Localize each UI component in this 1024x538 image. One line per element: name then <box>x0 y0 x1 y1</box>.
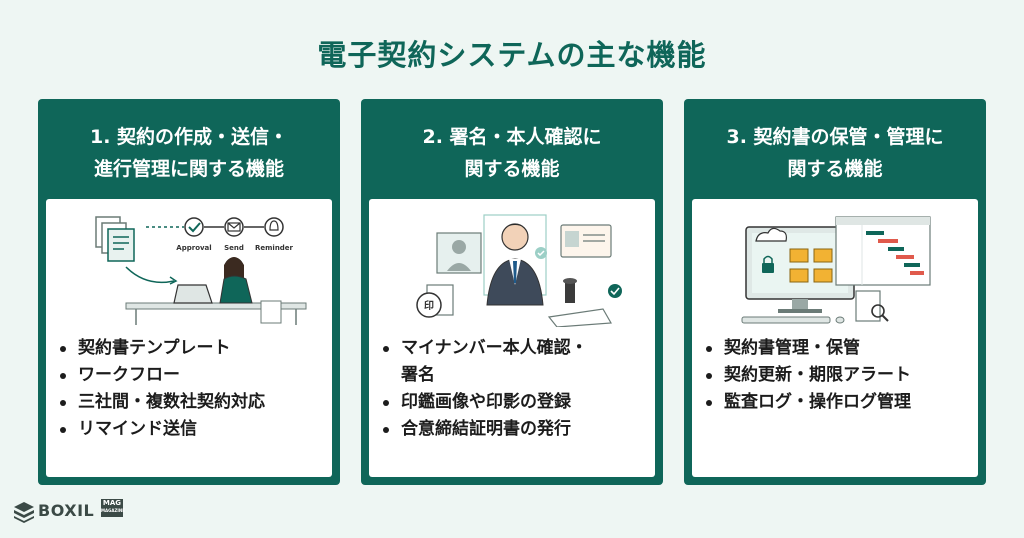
feature-item: マイナンバー本人確認・ 署名 <box>383 335 655 389</box>
feature-item: 契約書テンプレート <box>60 335 332 362</box>
feature-card-signature: 2. 署名・本人確認に 関する機能 <box>361 99 663 485</box>
approval-icon <box>184 217 204 237</box>
card-body: Approval Send Reminder 契約書テンプレート ワークフロー … <box>46 199 332 477</box>
keyboard-icon <box>741 316 831 324</box>
boxil-logo-icon <box>14 502 34 523</box>
folder-icon <box>789 248 833 283</box>
mag-badge: MAG MAGAZINE <box>101 499 125 517</box>
feature-list: マイナンバー本人確認・ 署名 印鑑画像や印影の登録 合意締結証明書の発行 <box>369 335 655 443</box>
seal-label: 印 <box>424 300 434 312</box>
card-heading-line: 3. 契約書の保管・管理に <box>726 126 944 148</box>
feature-card-creation: 1. 契約の作成・送信・ 進行管理に関する機能 App <box>38 99 340 485</box>
mag-badge-bottom: MAGAZINE <box>101 508 125 513</box>
feature-item: 合意締結証明書の発行 <box>383 416 655 443</box>
feature-item: 契約更新・期限アラート <box>706 362 978 389</box>
card-heading-line: 進行管理に関する機能 <box>93 158 284 180</box>
page-title: 電子契約システムの主な機能 <box>317 38 707 72</box>
feature-list: 契約書テンプレート ワークフロー 三社間・複数社契約対応 リマインド送信 <box>46 335 332 443</box>
feature-card-storage: 3. 契約書の保管・管理に 関する機能 <box>684 99 986 485</box>
card-body: 契約書管理・保管 契約更新・期限アラート 監査ログ・操作ログ管理 <box>692 199 978 477</box>
card-heading-line: 関する機能 <box>464 158 560 180</box>
boxil-logo-text: BOXIL <box>38 501 95 520</box>
card-heading-line: 関する機能 <box>787 158 883 180</box>
reminder-icon <box>264 217 284 237</box>
feature-item: ワークフロー <box>60 362 332 389</box>
send-label: Send <box>224 244 244 252</box>
feature-list: 契約書管理・保管 契約更新・期限アラート 監査ログ・操作ログ管理 <box>692 335 978 416</box>
documents-icon <box>95 216 135 262</box>
document-management-illustration <box>741 216 931 324</box>
person-at-desk-icon <box>125 257 307 325</box>
businessman-icon <box>486 223 544 306</box>
feature-item: リマインド送信 <box>60 416 332 443</box>
card-body: 印 マイナンバー本人確認・ 署名 印鑑画像や印影の登録 合意締結証明書の発行 <box>369 199 655 477</box>
gantt-chart-icon <box>835 216 931 286</box>
card-heading: 3. 契約書の保管・管理に 関する機能 <box>684 121 986 185</box>
feature-item: 監査ログ・操作ログ管理 <box>706 389 978 416</box>
feature-item: 印鑑画像や印影の登録 <box>383 389 655 416</box>
magnifier-icon <box>871 304 885 318</box>
card-heading: 1. 契約の作成・送信・ 進行管理に関する機能 <box>38 121 340 185</box>
identity-verification-illustration: 印 <box>416 214 622 327</box>
lock-icon <box>762 263 774 273</box>
card-heading-line: 1. 契約の作成・送信・ <box>89 126 289 148</box>
signed-contract-icon <box>547 278 622 327</box>
feature-item: 契約書管理・保管 <box>706 335 978 362</box>
workflow-illustration: Approval Send Reminder <box>95 216 307 325</box>
approval-label: Approval <box>176 244 211 252</box>
stamp-icon: 印 <box>416 284 454 318</box>
feature-item: 三社間・複数社契約対応 <box>60 389 332 416</box>
cloud-icon <box>755 227 787 242</box>
card-heading-line: 2. 署名・本人確認に <box>422 126 602 148</box>
card-heading: 2. 署名・本人確認に 関する機能 <box>361 121 663 185</box>
reminder-label: Reminder <box>255 244 294 252</box>
mag-badge-top: MAG <box>102 499 122 507</box>
